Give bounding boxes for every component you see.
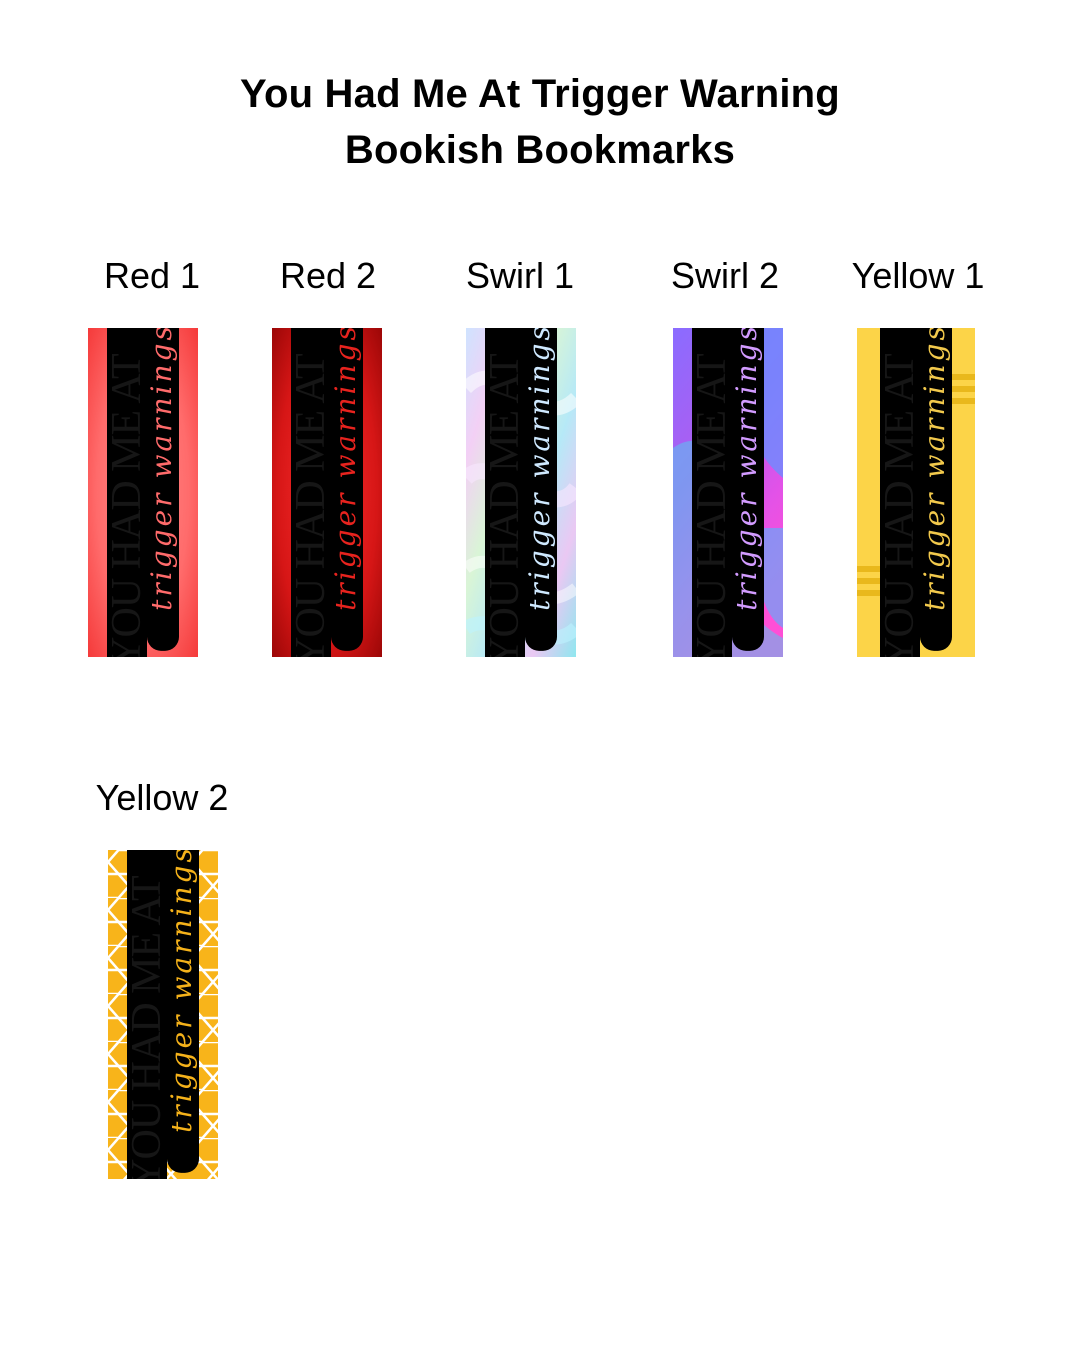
bookmark-background: [108, 850, 218, 1179]
bookmark-yellow-1[interactable]: YOU HAD ME AT trigger warnings: [857, 328, 975, 657]
bookmark-background: [673, 328, 783, 657]
page-title: You Had Me At Trigger Warning: [240, 72, 840, 116]
bookmark-red-1[interactable]: YOU HAD ME AT trigger warnings: [88, 328, 198, 657]
label-swirl-1: Swirl 1: [465, 255, 575, 296]
bookmark-background: [88, 328, 198, 657]
bookmark-red-2[interactable]: YOU HAD ME AT trigger warnings: [272, 328, 382, 657]
label-red-2: Red 2: [279, 255, 377, 296]
label-swirl-2: Swirl 2: [670, 255, 780, 296]
bookmark-background: [466, 328, 576, 657]
label-red-1: Red 1: [103, 255, 201, 296]
page-subtitle: Bookish Bookmarks: [344, 128, 736, 172]
label-yellow-1: Yellow 1: [851, 255, 985, 296]
bookmark-swirl-1[interactable]: YOU HAD ME AT trigger warnings: [466, 328, 576, 657]
bookmark-yellow-2[interactable]: YOU HAD ME AT trigger warnings: [108, 850, 218, 1179]
bookmark-swirl-2[interactable]: YOU HAD ME AT trigger warnings: [673, 328, 783, 657]
bookmark-background: [272, 328, 382, 657]
bookmark-background: [857, 328, 975, 657]
label-yellow-2: Yellow 2: [95, 777, 229, 818]
